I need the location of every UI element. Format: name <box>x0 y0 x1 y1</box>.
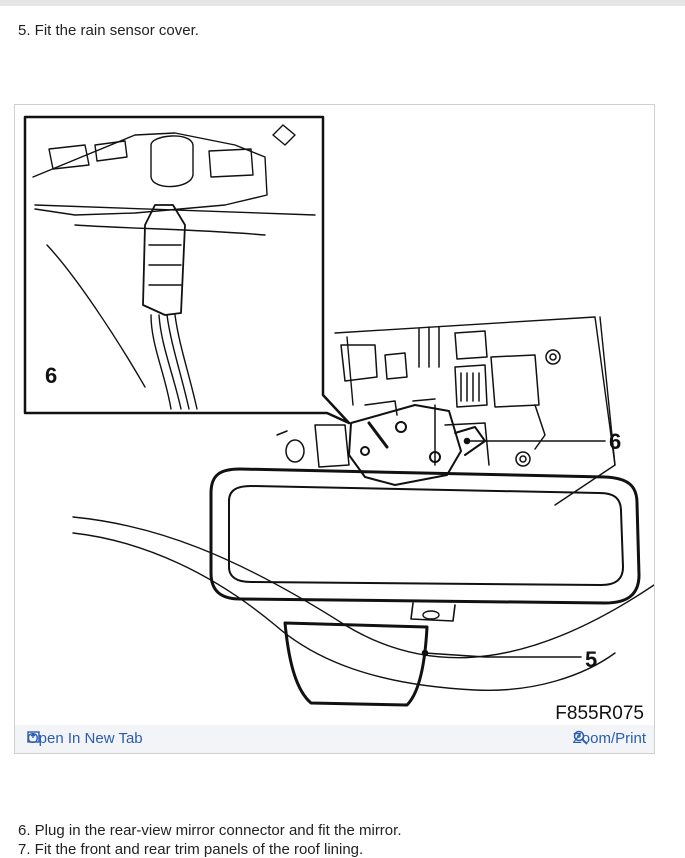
step-7-text: 7. Fit the front and rear trim panels of… <box>18 841 364 858</box>
inset-connector-detail <box>32 124 316 410</box>
figure-container: 6 6 5 F855R075 Open In New Tab Zoom/Prin… <box>14 104 655 754</box>
top-divider <box>0 0 685 6</box>
connector-callout-6: 6 <box>609 429 621 454</box>
cover-callout-5: 5 <box>585 647 597 672</box>
step-5-text: 5. Fit the rain sensor cover. <box>18 22 199 39</box>
figure-toolbar: Open In New Tab Zoom/Print <box>15 725 654 753</box>
magnifier-icon <box>573 730 588 745</box>
figure-code: F855R075 <box>555 703 644 724</box>
zoom-print-label: Zoom/Print <box>572 730 646 747</box>
mirror-mount-bracket <box>276 326 561 468</box>
open-in-new-tab-label: Open In New Tab <box>27 730 143 747</box>
inset-detail-frame <box>23 115 351 425</box>
rear-view-mirror <box>209 467 641 622</box>
inset-callout-6: 6 <box>45 363 57 388</box>
external-link-icon <box>27 731 40 743</box>
step-6-text: 6. Plug in the rear-view mirror connecto… <box>18 822 402 839</box>
mirror-diagram: 6 6 5 <box>23 115 654 707</box>
rain-sensor-cover <box>283 621 429 707</box>
zoom-print-link[interactable]: Zoom/Print <box>573 730 646 747</box>
leader-lines <box>421 437 606 658</box>
open-in-new-tab-link[interactable]: Open In New Tab <box>27 730 143 747</box>
